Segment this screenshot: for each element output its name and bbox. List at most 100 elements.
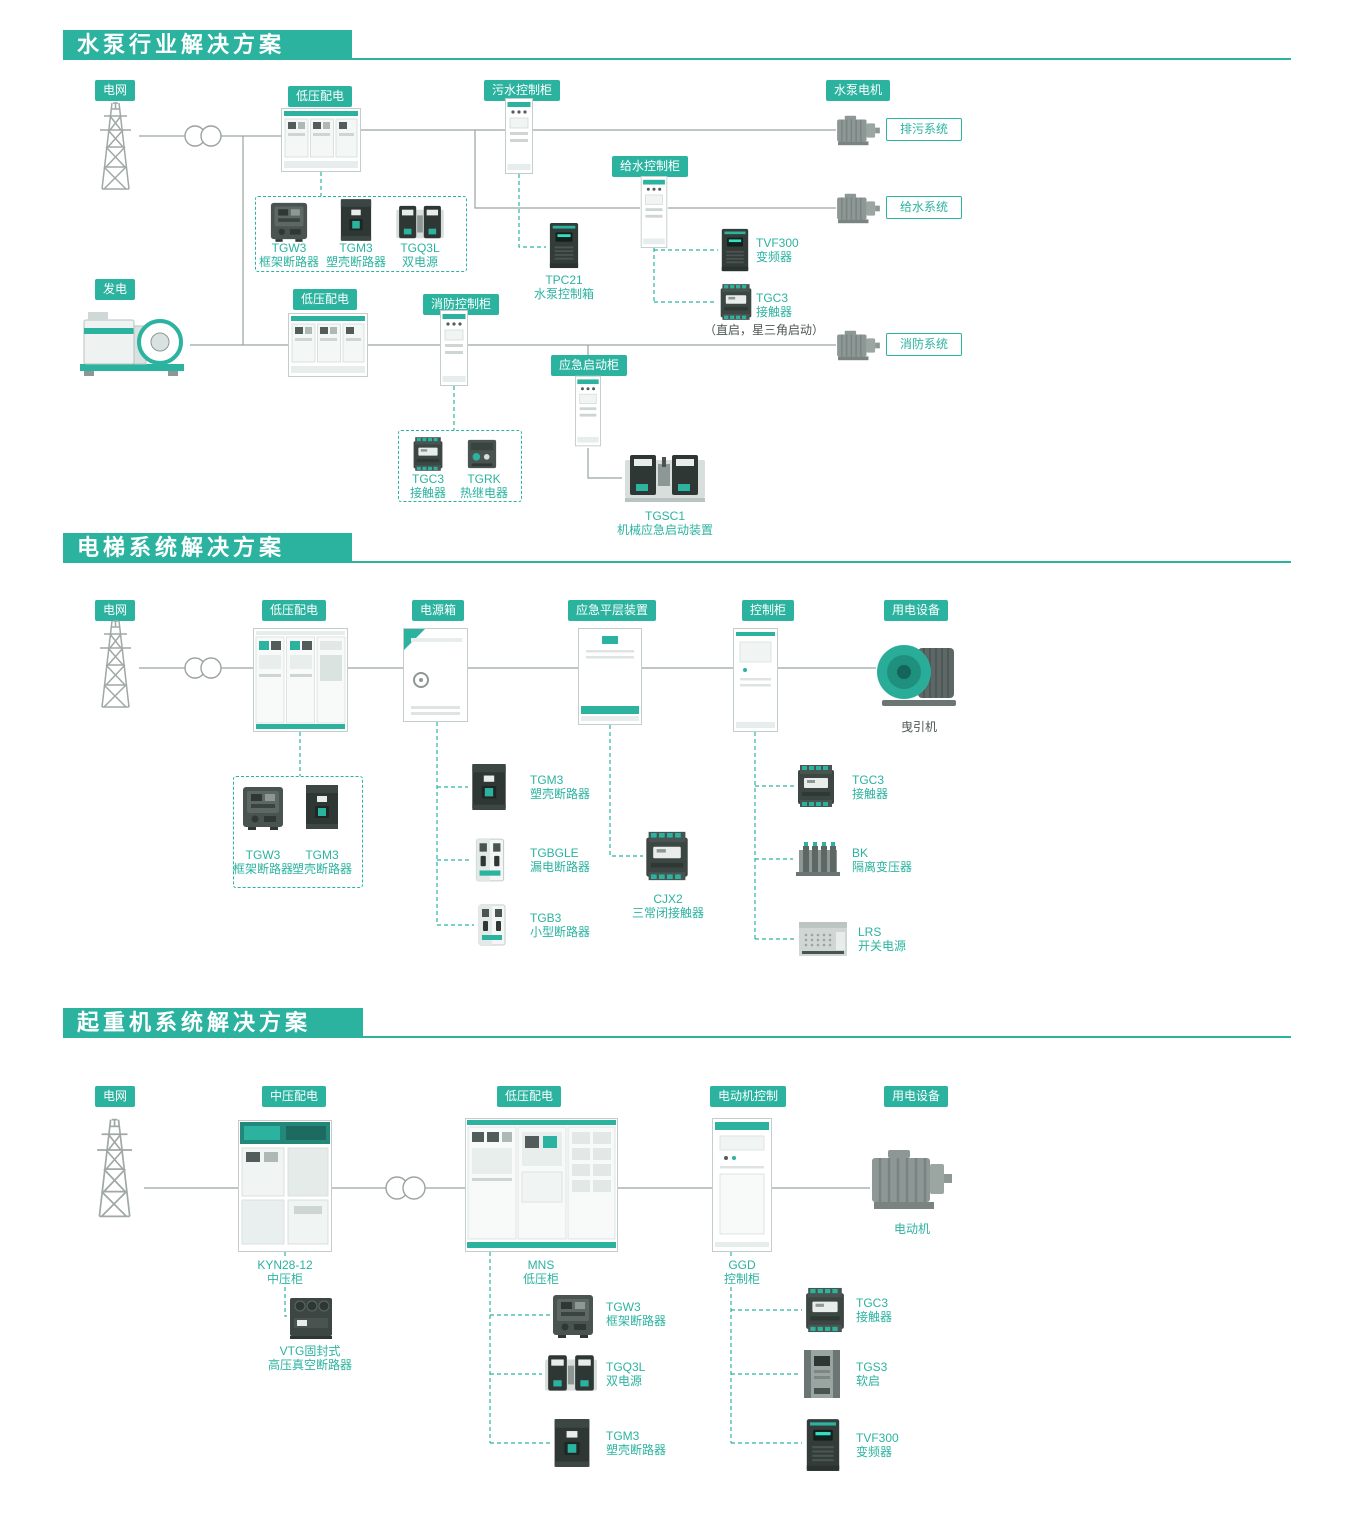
mns-cabinet-image bbox=[465, 1118, 618, 1252]
load-tag: 用电设备 bbox=[884, 600, 949, 621]
product-desc: 漏电断路器 bbox=[530, 860, 591, 874]
control-cabinet-tag: 控制柜 bbox=[742, 600, 795, 621]
tgc3-contactor-image bbox=[796, 763, 836, 809]
product-name: TGW3 bbox=[245, 848, 281, 862]
tgbgle-breaker-image bbox=[472, 837, 508, 883]
product-desc: 小型断路器 bbox=[530, 925, 591, 939]
tgw3-breaker-image bbox=[270, 200, 308, 242]
product-desc: 塑壳断路器 bbox=[325, 255, 386, 269]
product-desc: 低压柜 bbox=[522, 1272, 559, 1286]
product-name: GGD bbox=[728, 1258, 756, 1272]
drain-pump-motor-image bbox=[836, 111, 880, 149]
product-name: TGB3 bbox=[530, 911, 562, 925]
product-desc: 变频器 bbox=[756, 250, 793, 264]
fire-control-cabinet-image bbox=[440, 310, 468, 386]
tgw3-breaker-image bbox=[552, 1290, 594, 1340]
transmission-tower-icon bbox=[87, 1106, 141, 1230]
crane-section-title: 起重机系统解决方案 bbox=[63, 1008, 363, 1038]
lrs-power-supply-image bbox=[798, 918, 848, 960]
product-desc: 水泵控制箱 bbox=[533, 287, 594, 301]
product-desc: 塑壳断路器 bbox=[291, 862, 352, 876]
product-desc: 机械应急启动装置 bbox=[616, 523, 713, 537]
product-name: KYN28-12 bbox=[257, 1258, 313, 1272]
tvf300-drive-image bbox=[804, 1418, 842, 1472]
product-desc: 开关电源 bbox=[858, 939, 907, 953]
tgm3-breaker-image-2 bbox=[470, 763, 508, 811]
tgm3-label-2: TGM3 塑壳断路器 bbox=[530, 773, 590, 801]
product-desc: 高压真空断路器 bbox=[267, 1358, 352, 1372]
lv-distribution-tag: 低压配电 bbox=[288, 86, 353, 107]
product-name: TGW3 bbox=[606, 1300, 641, 1314]
generator-image bbox=[78, 298, 190, 380]
tgc3-label: TGC3 接触器 bbox=[852, 773, 888, 801]
product-desc: 双电源 bbox=[401, 255, 438, 269]
tgm3-label: TGM3 塑壳断路器 bbox=[606, 1429, 666, 1457]
tgc3-contactor-image bbox=[804, 1286, 846, 1334]
electric-motor-image bbox=[870, 1146, 954, 1216]
tgs3-label: TGS3 软启 bbox=[856, 1360, 887, 1388]
pump-motor-tag: 水泵电机 bbox=[826, 80, 891, 101]
water-supply-cabinet-image bbox=[640, 176, 668, 248]
lv-switchgear-image bbox=[281, 108, 361, 172]
product-name: LRS bbox=[858, 925, 882, 939]
cjx2-label: CJX2 三常闭接触器 bbox=[612, 892, 724, 920]
tgm3-breaker-image bbox=[339, 198, 373, 242]
product-desc: 接触器 bbox=[756, 305, 793, 319]
bk-transformer-image bbox=[795, 840, 841, 878]
product-desc: 框架断路器 bbox=[258, 255, 319, 269]
product-name: TGC3 bbox=[756, 291, 789, 305]
product-desc: 塑壳断路器 bbox=[606, 1443, 667, 1457]
grid-tag: 电网 bbox=[95, 80, 136, 101]
product-name: TGS3 bbox=[856, 1360, 888, 1374]
section-rule bbox=[363, 1036, 1291, 1038]
generator-tag: 发电 bbox=[95, 279, 136, 300]
product-name: TGBGLE bbox=[530, 846, 579, 860]
start-mode-note: （直启，星三角启动） bbox=[703, 323, 824, 337]
product-name: TGC3 bbox=[856, 1296, 889, 1310]
tpc21-label: TPC21 水泵控制箱 bbox=[522, 273, 606, 301]
product-name: TGQ3L bbox=[400, 241, 440, 255]
product-desc: 接触器 bbox=[852, 787, 889, 801]
motor-control-tag: 电动机控制 bbox=[710, 1086, 787, 1107]
product-name: TGRK bbox=[467, 472, 501, 486]
lv-distribution-tag: 低压配电 bbox=[497, 1086, 562, 1107]
product-name: MNS bbox=[527, 1258, 555, 1272]
tvf300-label: TVF300 变频器 bbox=[756, 236, 799, 264]
mv-distribution-tag: 中压配电 bbox=[262, 1086, 327, 1107]
tgw3-label: TGW3 框架断路器 bbox=[606, 1300, 666, 1328]
product-desc: 接触器 bbox=[409, 486, 446, 500]
lv-switchgear-image-2 bbox=[288, 313, 368, 377]
kyn28-caption: KYN28-12 中压柜 bbox=[235, 1257, 335, 1287]
product-desc: 框架断路器 bbox=[232, 862, 293, 876]
product-desc: 隔离变压器 bbox=[852, 860, 913, 874]
tgm3-label: TGM3 塑壳断路器 bbox=[322, 241, 390, 269]
product-name: TGM3 bbox=[530, 773, 564, 787]
water-pump-motor-image bbox=[836, 189, 880, 227]
tgm3-breaker-image bbox=[304, 784, 340, 830]
power-box-image bbox=[403, 628, 468, 722]
product-name: TGSC1 bbox=[644, 509, 685, 523]
product-name: TPC21 bbox=[545, 273, 583, 287]
emergency-start-cabinet-image bbox=[575, 374, 601, 448]
vtg-breaker-image bbox=[288, 1292, 334, 1340]
water-supply-cabinet-tag: 给水控制柜 bbox=[612, 156, 689, 177]
leveling-device-image bbox=[578, 628, 642, 725]
tgq3l-ats-image bbox=[544, 1352, 598, 1396]
contactor-group-box bbox=[398, 430, 522, 502]
transmission-tower-icon bbox=[91, 100, 139, 192]
tgs3-softstarter-image bbox=[802, 1348, 842, 1400]
product-name: TGM3 bbox=[606, 1429, 640, 1443]
mns-caption: MNS 低压柜 bbox=[491, 1257, 591, 1287]
product-name: TGW3 bbox=[271, 241, 307, 255]
product-name: TGC3 bbox=[852, 773, 885, 787]
tgw3-label: TGW3 框架断路器 bbox=[231, 848, 295, 876]
fire-pump-motor-image bbox=[836, 326, 880, 364]
section-rule bbox=[351, 58, 1291, 60]
tgc3-contactor-image-2 bbox=[412, 436, 444, 472]
tgc3-label: TGC3 接触器 bbox=[856, 1296, 892, 1324]
section-rule bbox=[351, 561, 1291, 563]
bk-label: BK 隔离变压器 bbox=[852, 846, 912, 874]
tgc3-label-2: TGC3 接触器 bbox=[398, 472, 458, 500]
